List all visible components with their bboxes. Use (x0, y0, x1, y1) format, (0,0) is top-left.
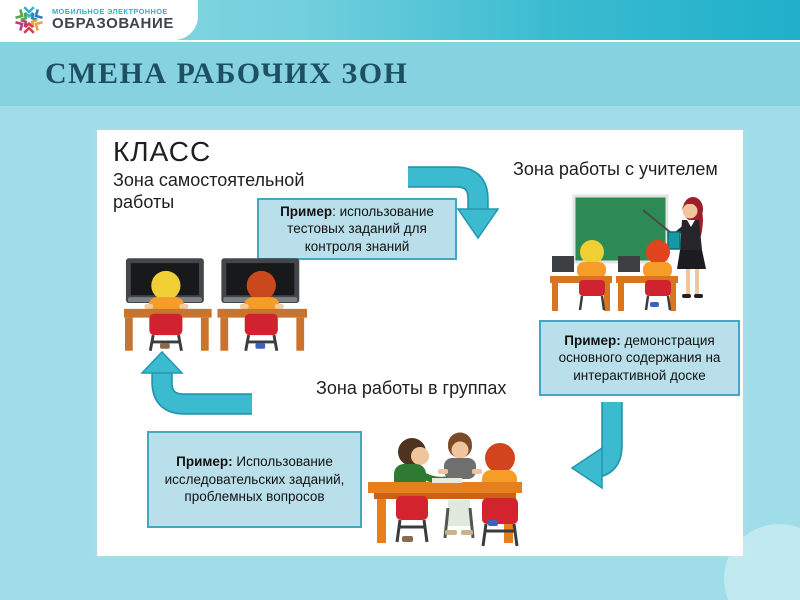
logo: МОБИЛЬНОЕ ЭЛЕКТРОННОЕ ОБРАЗОВАНИЕ (0, 0, 198, 40)
pupil-left (550, 240, 612, 311)
group-chairs (395, 496, 519, 547)
group-kid-middle (438, 432, 482, 479)
slide-title: СМЕНА РАБОЧИХ ЗОН (45, 57, 409, 90)
callout-teacher: Пример: демонстрация основного содержани… (539, 320, 740, 396)
logo-text-line2: ОБРАЗОВАНИЕ (52, 15, 174, 32)
diagram-heading: КЛАСС (113, 136, 212, 167)
callout-self-text: Пример: использование тестовых заданий д… (265, 203, 449, 256)
callout-self-prefix: Пример (280, 203, 333, 219)
pupil-right (616, 240, 678, 311)
teacher-figure (667, 197, 706, 298)
teacher-at-blackboard-image (550, 194, 706, 311)
callout-groups-text: Пример: Использование исследовательских … (155, 453, 354, 506)
students-at-computers-image (124, 258, 308, 352)
students-group-at-table-image (368, 432, 522, 547)
zone-label-self-work: Зона самостоятельной работы (113, 170, 305, 212)
meo-hex-logo-icon (15, 6, 43, 34)
callout-self-body: : использование тестовых заданий для кон… (287, 203, 434, 254)
student-desk-right (217, 258, 308, 352)
logo-text: МОБИЛЬНОЕ ЭЛЕКТРОННОЕ ОБРАЗОВАНИЕ (52, 8, 174, 32)
callout-teacher-text: Пример: демонстрация основного содержани… (547, 332, 732, 385)
student-desk-left (124, 258, 212, 352)
diagram-panel: КЛАСС Зона самостоятельной работы Зона р… (95, 128, 745, 558)
callout-teacher-body: демонстрация основного содержания на инт… (558, 332, 721, 383)
callout-self-work: Пример: использование тестовых заданий д… (257, 198, 457, 260)
callout-groups-prefix: Пример: (176, 454, 233, 470)
callout-groups-body: Использование исследовательских заданий,… (164, 454, 345, 505)
callout-groups: Пример: Использование исследовательских … (147, 431, 362, 528)
callout-teacher-prefix: Пример: (564, 332, 621, 348)
zone-label-teacher: Зона работы с учителем (513, 159, 718, 179)
logo-text-line1: МОБИЛЬНОЕ ЭЛЕКТРОННОЕ (52, 7, 168, 17)
header-divider-line (0, 40, 800, 42)
zone-label-groups: Зона работы в группах (316, 378, 507, 398)
title-bar: СМЕНА РАБОЧИХ ЗОН (0, 42, 800, 106)
